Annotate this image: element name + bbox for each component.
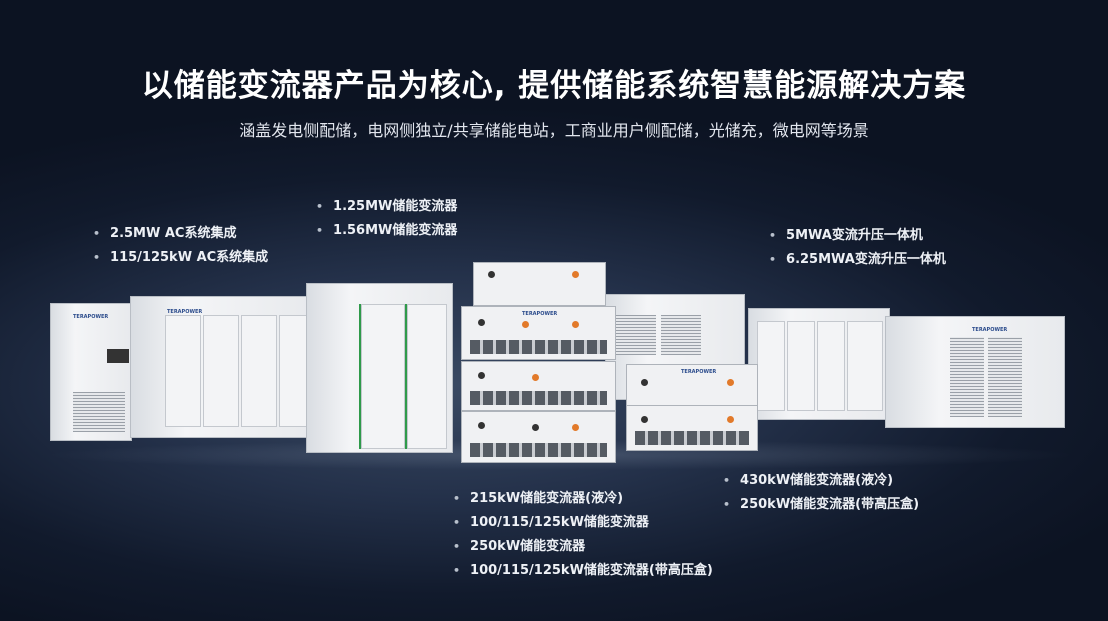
- label-item: 1.25MW储能变流器: [316, 195, 457, 219]
- label-item: 115/125kW AC系统集成: [93, 246, 268, 270]
- label-item: 430kW储能变流器(液冷): [723, 469, 919, 493]
- label-item: 250kW储能变流器: [453, 535, 713, 559]
- slide-subtitle: 涵盖发电侧配储，电网侧独立/共享储能电站，工商业用户侧配储，光储充，微电网等场景: [239, 121, 869, 140]
- label-item: 6.25MWA变流升压一体机: [769, 248, 946, 272]
- brand-logo: TERAPOWER: [972, 327, 1008, 333]
- pcs-module: [461, 411, 616, 463]
- label-item: 100/115/125kW储能变流器(带高压盒): [453, 559, 713, 583]
- brand-logo: TERAPOWER: [522, 311, 558, 317]
- mw-pcs-cabinet: [306, 283, 453, 453]
- brand-logo: TERAPOWER: [681, 369, 717, 375]
- label-item: 2.5MW AC系统集成: [93, 222, 268, 246]
- label-group-kw-pcs-2: 430kW储能变流器(液冷) 250kW储能变流器(带高压盒): [723, 469, 919, 517]
- label-item: 215kW储能变流器(液冷): [453, 487, 713, 511]
- ac-system-container: TERAPOWER: [130, 296, 312, 438]
- label-group-kw-pcs: 215kW储能变流器(液冷) 100/115/125kW储能变流器 250kW储…: [453, 487, 713, 583]
- pcs-module: [473, 262, 606, 306]
- brand-logo: TERAPOWER: [73, 314, 109, 320]
- pcs-module: TERAPOWER: [461, 306, 616, 360]
- label-item: 1.56MW储能变流器: [316, 219, 457, 243]
- label-item: 250kW储能变流器(带高压盒): [723, 493, 919, 517]
- label-item: 100/115/125kW储能变流器: [453, 511, 713, 535]
- label-group-skid: 5MWA变流升压一体机 6.25MWA变流升压一体机: [769, 224, 946, 272]
- pcs-module: [626, 405, 758, 451]
- ac-system-cabinet-small: TERAPOWER: [50, 303, 132, 441]
- label-group-ac-system: 2.5MW AC系统集成 115/125kW AC系统集成: [93, 222, 268, 270]
- pcs-module: [461, 361, 616, 411]
- pcs-module: TERAPOWER: [626, 364, 758, 408]
- skid-container: TERAPOWER: [885, 316, 1065, 428]
- label-group-mw-pcs: 1.25MW储能变流器 1.56MW储能变流器: [316, 195, 457, 243]
- slide-title: 以储能变流器产品为核心, 提供储能系统智慧能源解决方案: [141, 68, 967, 104]
- brand-logo: TERAPOWER: [167, 309, 203, 315]
- skid-converter-booster: [748, 308, 890, 420]
- label-item: 5MWA变流升压一体机: [769, 224, 946, 248]
